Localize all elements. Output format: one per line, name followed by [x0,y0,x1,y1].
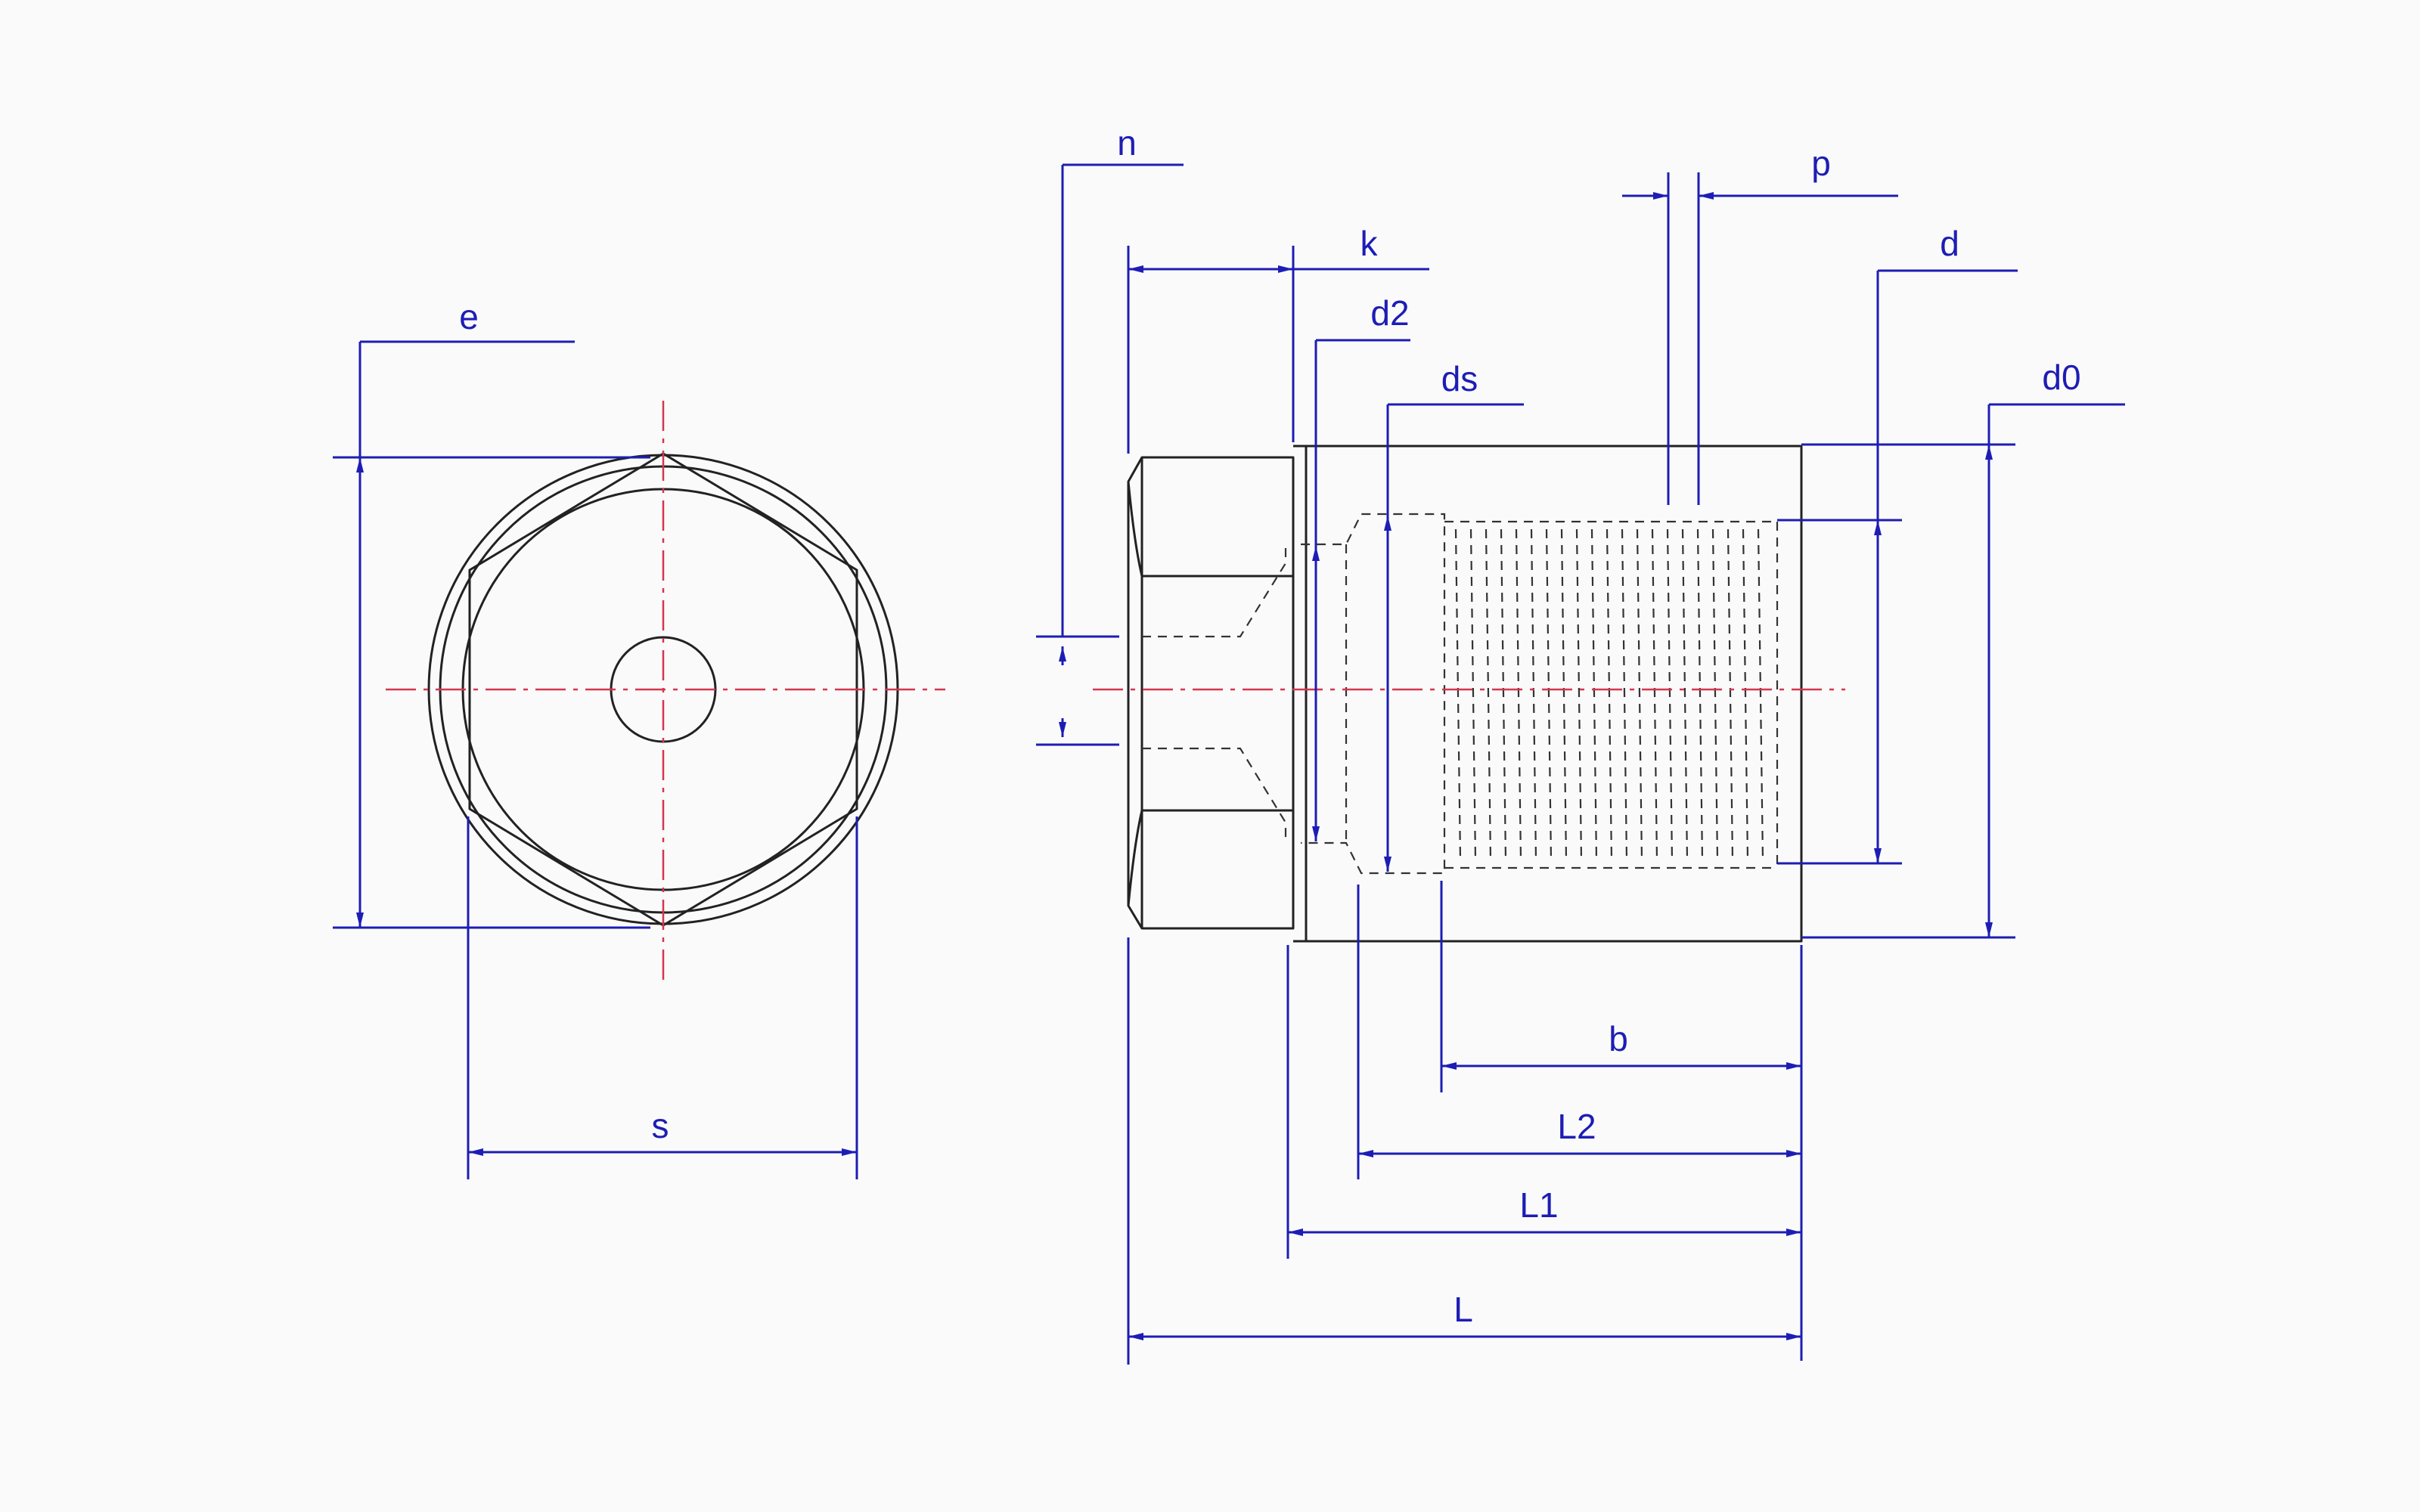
dimension-e: e [333,297,650,929]
label-p: p [1811,144,1831,183]
label-L: L [1454,1290,1473,1329]
thread-line [1530,528,1537,861]
thread-line [1575,528,1583,861]
thread-line [1590,528,1598,861]
thread-line [1681,528,1689,861]
dimension-b: b [1440,881,1803,1361]
thread-line [1500,528,1507,861]
hex-head [1127,456,1295,930]
thread-line [1666,528,1674,861]
label-d2: d2 [1370,293,1409,333]
label-L2: L2 [1557,1107,1596,1146]
hidden-thread-outline [1444,520,1779,869]
thread-line [1742,528,1749,861]
side-view [1093,445,1845,943]
thread-line [1454,528,1462,861]
label-s: s [652,1106,669,1145]
dimension-n: n [1036,123,1184,746]
thread-line [1651,528,1658,861]
hex-head-faces [1127,481,1143,906]
dimension-ds: ds [1384,359,1524,872]
thread-line [1727,528,1734,861]
thread-line [1560,528,1568,861]
label-n: n [1117,123,1137,163]
label-d: d [1940,224,1959,263]
thread-line [1606,528,1613,861]
thread-line [1636,528,1643,861]
dimension-k: k [1127,224,1429,454]
dimension-d: d [1777,224,2018,865]
thread-line [1485,528,1492,861]
hidden-thread-lines [1454,528,1764,861]
label-k: k [1360,224,1379,263]
label-b: b [1609,1019,1628,1058]
thread-line [1757,528,1764,861]
thread-line [1711,528,1719,861]
thread-line [1545,528,1553,861]
front-view [386,401,945,983]
dimension-d2: d2 [1312,293,1410,841]
dimension-L: L [1127,937,1801,1365]
hidden-bore [1142,544,1287,843]
dimension-L2: L2 [1357,885,1801,1179]
label-e: e [459,297,479,336]
thread-line [1469,528,1477,861]
label-L1: L1 [1519,1185,1558,1225]
thread-line [1696,528,1704,861]
hidden-shank [1301,513,1446,875]
thread-line [1621,528,1628,861]
dimension-s: s [467,816,858,1179]
dimension-L1: L1 [1286,945,1801,1259]
label-d0: d0 [2042,358,2080,397]
thread-line [1515,528,1522,861]
body [1305,445,1803,943]
label-ds: ds [1441,359,1478,398]
dimension-d0: d0 [1801,358,2125,939]
dimension-p: p [1622,144,1898,505]
